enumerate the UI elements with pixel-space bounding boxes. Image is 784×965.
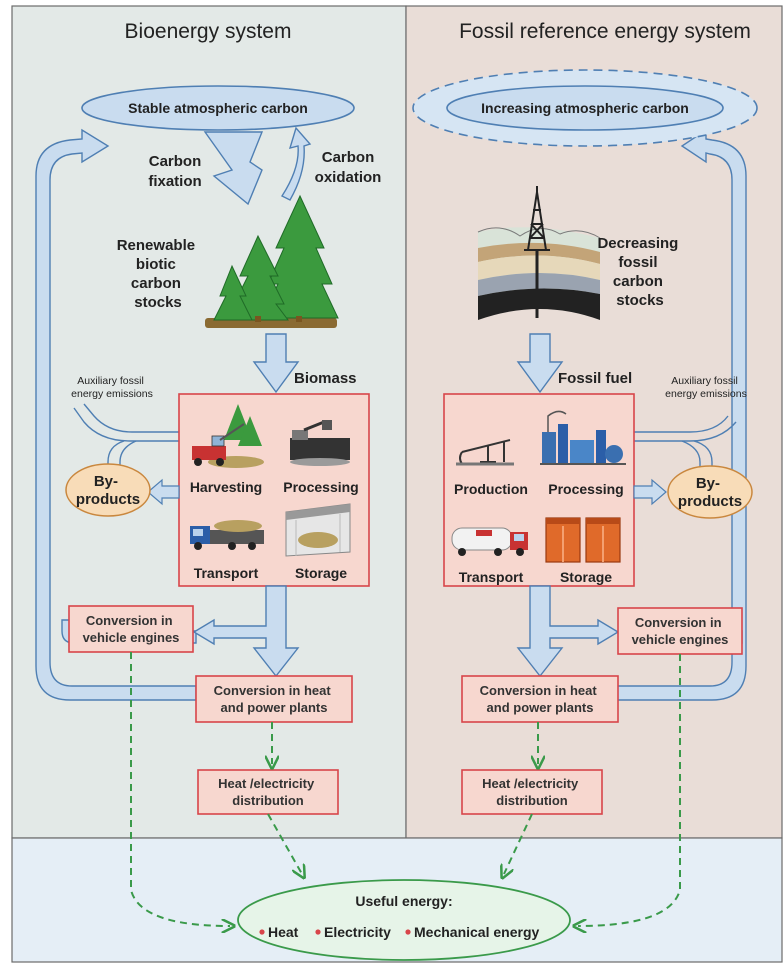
storage-shed-icon — [285, 503, 351, 557]
useful-energy-item: Electricity — [324, 924, 391, 940]
left-atmosphere-label: Stable atmospheric carbon — [128, 100, 308, 116]
decreasing-carbon-stocks-label: Decreasing fossil carbon stocks — [597, 235, 682, 309]
right-atmosphere-ellipse — [446, 85, 724, 131]
activity-label: Transport — [194, 565, 259, 581]
left-distribution-label: Heat /electricity distribution — [218, 776, 318, 808]
right-byproducts-ellipse — [667, 465, 753, 519]
left-byproducts-ellipse — [65, 463, 151, 517]
activity-label: Storage — [295, 565, 347, 581]
right-panel-title: Fossil reference energy system — [459, 20, 751, 43]
left-plant-conversion-box — [195, 675, 353, 723]
truck-icon — [190, 520, 264, 550]
right-atmosphere-label: Increasing atmospheric carbon — [481, 100, 689, 116]
right-plant-conversion-box — [461, 675, 619, 723]
useful-energy-title: Useful energy: — [355, 893, 452, 909]
oil-derrick-icon — [524, 186, 550, 251]
fossil-fuel-arrow — [516, 333, 564, 394]
right-conversion-flow-arrow — [516, 585, 620, 678]
left-aux-arrow — [73, 403, 180, 470]
left-distribution-box — [197, 769, 339, 815]
pump-jack-icon — [456, 439, 514, 466]
useful-energy-item: Heat — [268, 924, 299, 940]
right-byproducts-label: By- products — [678, 475, 742, 510]
activity-label: Storage — [560, 569, 612, 585]
activity-label: Processing — [283, 479, 358, 495]
fossil-strata-illustration — [477, 186, 601, 320]
storage-tanks-icon — [545, 517, 621, 563]
biomass-label: Biomass — [294, 370, 357, 387]
harvester-icon — [192, 404, 264, 468]
left-plant-conversion-label: Conversion in heat and power plants — [214, 683, 335, 715]
carbon-oxidation-arrow — [280, 126, 312, 201]
right-aux-emissions-label: Auxiliary fossil energy emissions — [665, 375, 747, 400]
left-byproducts-label: By- products — [76, 473, 140, 508]
activity-label: Production — [454, 481, 528, 497]
left-aux-emissions-label: Auxiliary fossil energy emissions — [71, 375, 153, 400]
useful-energy-dashed-arrows — [130, 652, 681, 926]
biomass-arrow — [252, 333, 300, 394]
right-plant-conversion-label: Conversion in heat and power plants — [480, 683, 601, 715]
useful-energy-item: Mechanical energy — [414, 924, 539, 940]
left-atmosphere-ellipse — [81, 85, 355, 131]
left-conversion-flow-arrow — [192, 585, 300, 678]
activity-label: Harvesting — [190, 479, 262, 495]
renewable-carbon-stocks-label: Renewable biotic carbon stocks — [117, 237, 200, 311]
bullet-icon — [259, 929, 265, 935]
refinery-icon — [540, 410, 626, 465]
right-aux-arrow — [634, 415, 737, 470]
tanker-truck-icon — [451, 527, 528, 556]
left-activities-box — [178, 393, 370, 587]
processor-icon — [290, 420, 350, 466]
right-byproducts-arrow — [633, 478, 667, 506]
useful-energy-items: Heat Electricity Mechanical energy — [259, 924, 539, 940]
left-vehicle-conversion-label: Conversion in vehicle engines — [83, 613, 180, 645]
tree-icon — [213, 194, 339, 321]
left-byproducts-arrow — [147, 478, 180, 506]
right-vehicle-conversion-label: Conversion in vehicle engines — [632, 615, 729, 647]
useful-energy-ellipse — [237, 879, 571, 961]
activity-label: Transport — [459, 569, 524, 585]
renewable-forest-illustration — [205, 194, 339, 328]
carbon-fixation-arrow — [203, 131, 264, 206]
right-distribution-label: Heat /electricity distribution — [482, 776, 582, 808]
bullet-icon — [405, 929, 411, 935]
activity-label: Processing — [548, 481, 623, 497]
bullet-icon — [315, 929, 321, 935]
left-panel-title: Bioenergy system — [125, 20, 292, 43]
fossil-fuel-label: Fossil fuel — [558, 370, 632, 387]
